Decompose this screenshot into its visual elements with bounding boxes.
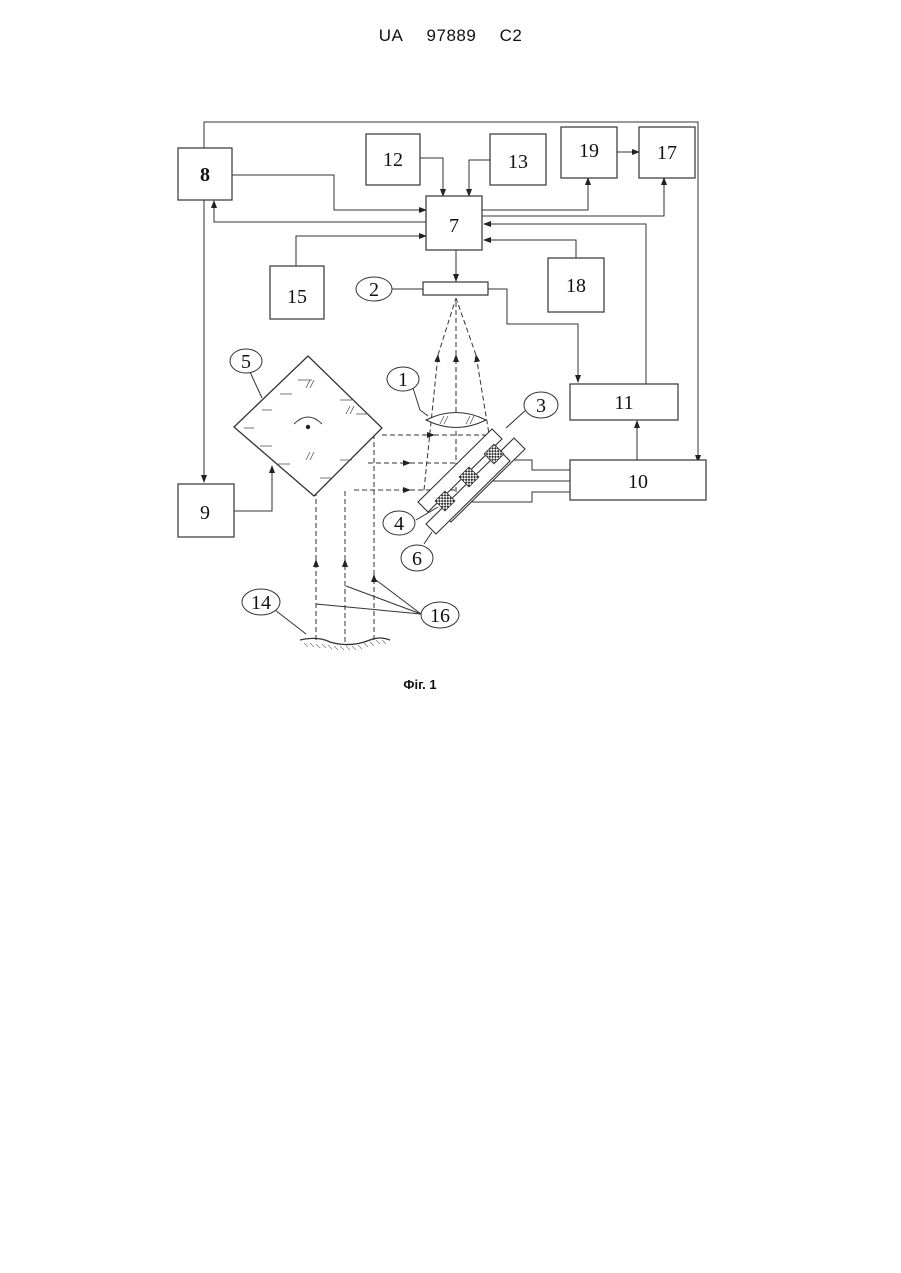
beam-up-3 [476,355,490,440]
block-7-label: 7 [449,215,459,237]
callout-3-label: 3 [536,395,546,417]
beam-up-3b [456,298,476,355]
beam-up-1b [438,298,456,355]
callout-4-label: 4 [394,513,404,535]
callout-2-label: 2 [369,279,379,301]
block-19: 19 [561,127,617,178]
block-15: 15 [270,266,324,319]
callout-16-label: 16 [430,605,450,627]
block-15-label: 15 [287,286,307,308]
leader-1 [413,388,428,416]
line-12-to-7 [420,158,443,196]
callout-5-label: 5 [241,351,251,373]
callout-6: 6 [401,545,433,571]
block-8-label: 8 [200,164,210,186]
callout-1-label: 1 [398,369,408,391]
line-10-to-4c [466,492,570,502]
block-18: 18 [548,258,604,312]
callout-16: 16 [421,602,459,628]
leader-16a [316,604,421,614]
figure-caption: Фіг. 1 [403,677,436,692]
line-18-to-7 [484,240,576,258]
leader-5 [250,372,262,398]
block-7: 7 [426,196,482,250]
line-7-to-8 [214,201,426,222]
callout-14-label: 14 [251,592,271,614]
block-10-label: 10 [628,471,648,493]
lens-1 [426,413,486,428]
leader-16b [346,586,421,614]
block-13-label: 13 [508,151,528,173]
block-11: 11 [570,384,678,420]
block-17-label: 17 [657,142,677,164]
block-9-label: 9 [200,502,210,524]
block-18-label: 18 [566,275,586,297]
block-17: 17 [639,127,695,178]
callout-1: 1 [387,367,419,391]
detector-2 [423,282,488,295]
line-13-to-7 [469,160,490,196]
block-13: 13 [490,134,546,185]
callout-5: 5 [230,349,262,373]
callout-2: 2 [356,277,392,301]
leader-3 [506,409,527,428]
line-9-to-5 [234,466,272,511]
leader-6 [424,532,432,544]
leader-14 [275,610,306,634]
callout-3: 3 [524,392,558,418]
callout-4: 4 [383,511,415,535]
block-9: 9 [178,484,234,537]
block-12: 12 [366,134,420,185]
block-19-label: 19 [579,140,599,162]
prism-5 [234,356,382,496]
block-8: 8 [178,148,232,200]
block-12-label: 12 [383,149,403,171]
block-10: 10 [570,460,706,500]
leader-16c [376,580,421,614]
callout-14: 14 [242,589,280,615]
callout-6-label: 6 [412,548,422,570]
block-11-label: 11 [614,392,633,414]
line-15-to-7 [296,236,426,266]
